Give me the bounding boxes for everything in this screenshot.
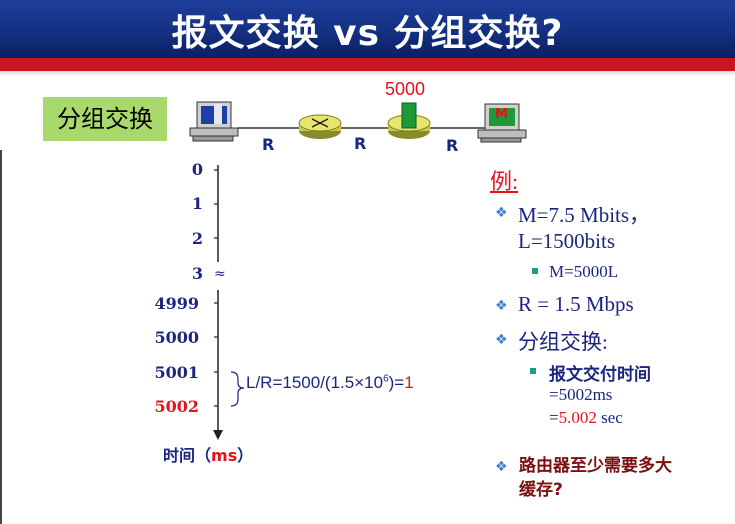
tick-label-1: 1 xyxy=(191,194,203,213)
header-accent-bar xyxy=(0,58,735,71)
square-bullet-icon xyxy=(530,368,536,374)
link-label-r1: R xyxy=(262,135,275,154)
example-title: 例: xyxy=(490,169,519,194)
bullet-rate: R = 1.5 Mbps xyxy=(518,292,634,316)
axis-label-suffix: ） xyxy=(237,446,254,465)
source-computer-icon xyxy=(189,101,239,142)
formula-text: L/R=1500/(1.5×10 xyxy=(246,373,384,392)
tick-label-0: 0 xyxy=(191,160,203,179)
tick-label-4999: 4999 xyxy=(154,294,199,313)
tick-label-5001: 5001 xyxy=(154,363,199,382)
tick-label-3: 3 xyxy=(191,264,203,283)
timeline-ticks xyxy=(214,169,218,407)
header-shadow xyxy=(0,71,735,76)
link-label-r2: R xyxy=(354,134,367,153)
axis-break-symbol: ≈ xyxy=(214,266,226,282)
delivery-time-unit: sec xyxy=(596,408,623,427)
destination-computer-icon xyxy=(477,103,527,143)
delivery-time-sec: =5.002 sec xyxy=(549,408,623,428)
tick-label-2: 2 xyxy=(191,229,203,248)
axis-label-prefix: 时间（ xyxy=(163,446,212,465)
bullet-packet-size: L=1500bits xyxy=(518,229,616,253)
time-axis-label: 时间（ms） xyxy=(163,442,253,466)
left-edge-line xyxy=(0,150,2,524)
question-line-2: 缓存? xyxy=(519,480,563,500)
page-title: 报文交换 vs 分组交换? xyxy=(171,13,564,54)
buffer-question: 路由器至少需要多大缓存? xyxy=(519,454,672,502)
diamond-bullet-icon: ❖ xyxy=(495,298,508,314)
bullet-packet-switching: 分组交换: xyxy=(518,330,608,354)
formula-result: 1 xyxy=(404,373,414,392)
link-label-r3: R xyxy=(446,136,459,155)
router-icon xyxy=(298,114,342,139)
square-bullet-icon xyxy=(532,268,538,274)
interval-brace xyxy=(230,371,245,407)
section-tag: 分组交换 xyxy=(43,97,167,141)
bullet-message-size: M=7.5 Mbits， xyxy=(518,203,651,227)
formula-exponent: 6 xyxy=(383,373,389,385)
formula-tail: )= xyxy=(388,373,405,392)
tick-label-5002: 5002 xyxy=(154,397,199,416)
packet-count-label: 5000 xyxy=(385,79,426,99)
question-line-1: 路由器至少需要多大 xyxy=(519,456,672,476)
destination-label: M xyxy=(495,107,508,122)
tick-label-5000: 5000 xyxy=(154,328,199,347)
delivery-time-ms: =5002ms xyxy=(549,385,613,404)
delivery-time-value: 5.002 xyxy=(558,408,597,427)
header-bar: 报文交换 vs 分组交换? xyxy=(0,0,735,58)
diamond-bullet-icon: ❖ xyxy=(495,332,508,348)
axis-label-unit: ms xyxy=(211,446,238,465)
diamond-bullet-icon: ❖ xyxy=(495,459,508,475)
timeline-arrowhead xyxy=(213,430,223,440)
sub-bullet-delivery-time: 报文交付时间 xyxy=(549,365,651,385)
transmission-formula: L/R=1500/(1.5×106)=1 xyxy=(246,373,414,393)
sub-bullet-packet-count: M=5000L xyxy=(549,262,619,281)
eq-sign: = xyxy=(549,408,559,427)
diamond-bullet-icon: ❖ xyxy=(495,205,508,221)
router-with-packet-icon xyxy=(387,102,431,139)
